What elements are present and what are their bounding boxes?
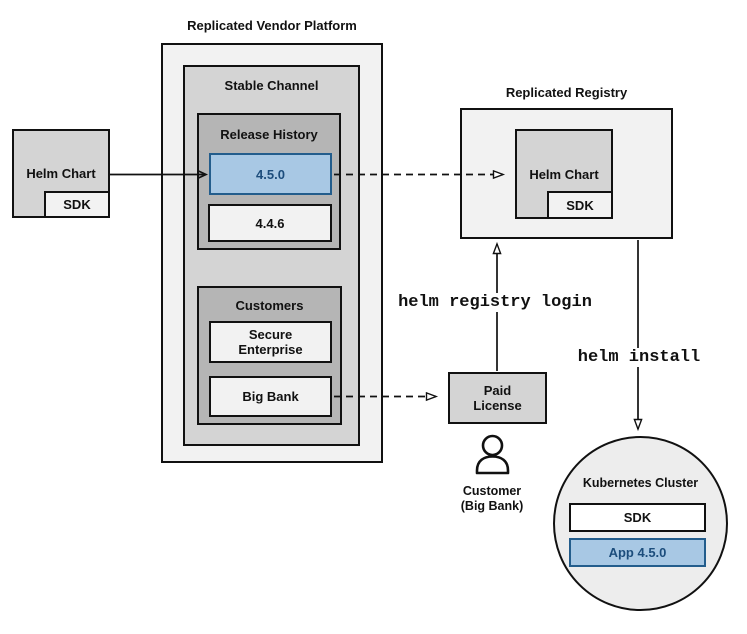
sdk-label: SDK (623, 510, 652, 525)
paid-license-label: Paid License (473, 383, 522, 413)
cluster-sdk-box: SDK (569, 503, 706, 532)
customer-caption-line1: Customer (462, 484, 522, 498)
release-item-450: 4.5.0 (209, 153, 332, 195)
release-version-label: 4.4.6 (255, 215, 285, 231)
command-text: helm install (575, 348, 703, 367)
release-version-label: 4.5.0 (256, 166, 285, 182)
kubernetes-cluster-title: Kubernetes Cluster (582, 476, 699, 490)
sdk-label: SDK (63, 197, 91, 212)
stable-channel-label: Stable Channel (224, 78, 319, 93)
customer-caption-line2: (Big Bank) (460, 499, 524, 513)
customer-name-label: Secure Enterprise (238, 327, 303, 357)
app-version-label: App 4.5.0 (608, 545, 667, 560)
sdk-label: SDK (566, 197, 594, 213)
helm-install-command: helm install (539, 348, 739, 367)
customer-name-label: Big Bank (242, 389, 299, 404)
platform-title: Replicated Vendor Platform (187, 18, 357, 33)
person-icon (475, 434, 510, 475)
customers-label: Customers (235, 298, 304, 313)
vendor-sdk-box: SDK (44, 191, 110, 218)
registry-sdk-box: SDK (547, 191, 613, 219)
customer-item-secure-enterprise: Secure Enterprise (209, 321, 332, 363)
cluster-app-box: App 4.5.0 (569, 538, 706, 567)
helm-chart-label: Helm Chart (26, 166, 96, 181)
release-history-label: Release History (220, 127, 318, 142)
helm-registry-login-command: helm registry login (395, 293, 595, 312)
release-item-446: 4.4.6 (208, 204, 332, 242)
registry-title: Replicated Registry (505, 85, 628, 100)
command-text: helm registry login (396, 293, 594, 312)
helm-chart-label: Helm Chart (529, 166, 599, 182)
customer-caption: Customer (Big Bank) (442, 484, 542, 514)
customer-item-big-bank: Big Bank (209, 376, 332, 417)
paid-license-box: Paid License (448, 372, 547, 424)
